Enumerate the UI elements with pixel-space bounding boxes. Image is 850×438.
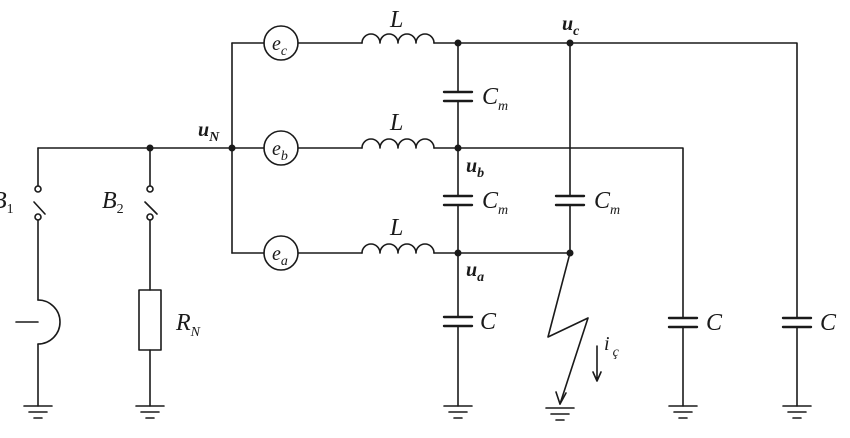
phase-c-line [231,25,798,319]
capacitor-c-phase-c [781,316,813,419]
label-ua: ua [466,259,484,285]
fault-lightning-icon [547,252,589,405]
switch-b1-branch [15,147,61,419]
capacitor-cm-cb [442,42,474,149]
label-l-a: L [389,215,403,241]
switch-b2-branch [135,147,165,419]
label-rn: RN [175,310,201,340]
ground-fault [545,252,602,421]
ground-icon [443,405,473,419]
inductor-l-icon [361,138,435,149]
label-c-c: C [820,310,837,336]
label-l-c: L [389,7,403,33]
ground-icon [135,405,165,419]
label-ec: ec [272,33,288,59]
label-b2: B2 [102,188,124,217]
label-c-a: C [480,309,497,335]
phase-b-line [231,130,684,319]
resistor-rn-icon [138,289,162,351]
label-cm-cb: Cm [482,84,508,114]
ground-icon [23,405,53,419]
label-cm-ca: Cm [594,188,620,218]
label-eb: eb [272,138,288,164]
capacitor-c-phase-b [667,316,699,419]
label-c-b: C [706,310,723,336]
label-l-b: L [389,110,403,136]
capacitor-c-phase-a [442,252,474,419]
label-ub: ub [466,155,484,181]
label-ea: ea [272,243,288,269]
ground-icon [668,405,698,419]
inductor-l-icon [361,33,435,44]
capacitor-cm-ba [442,147,474,254]
neutral-bus [37,144,236,152]
arc-suppression-coil-icon [37,299,61,345]
phase-a-line [231,235,574,271]
label-cm-ba: Cm [482,188,508,218]
fault-current-arrow-icon [592,345,602,382]
capacitor-cm-ca [554,42,586,254]
label-uc: uc [562,13,580,39]
ground-icon [545,407,575,421]
label-b1: B1 [0,188,14,217]
ground-icon [782,405,812,419]
inductor-l-icon [361,243,435,254]
label-un: uN [198,119,220,145]
